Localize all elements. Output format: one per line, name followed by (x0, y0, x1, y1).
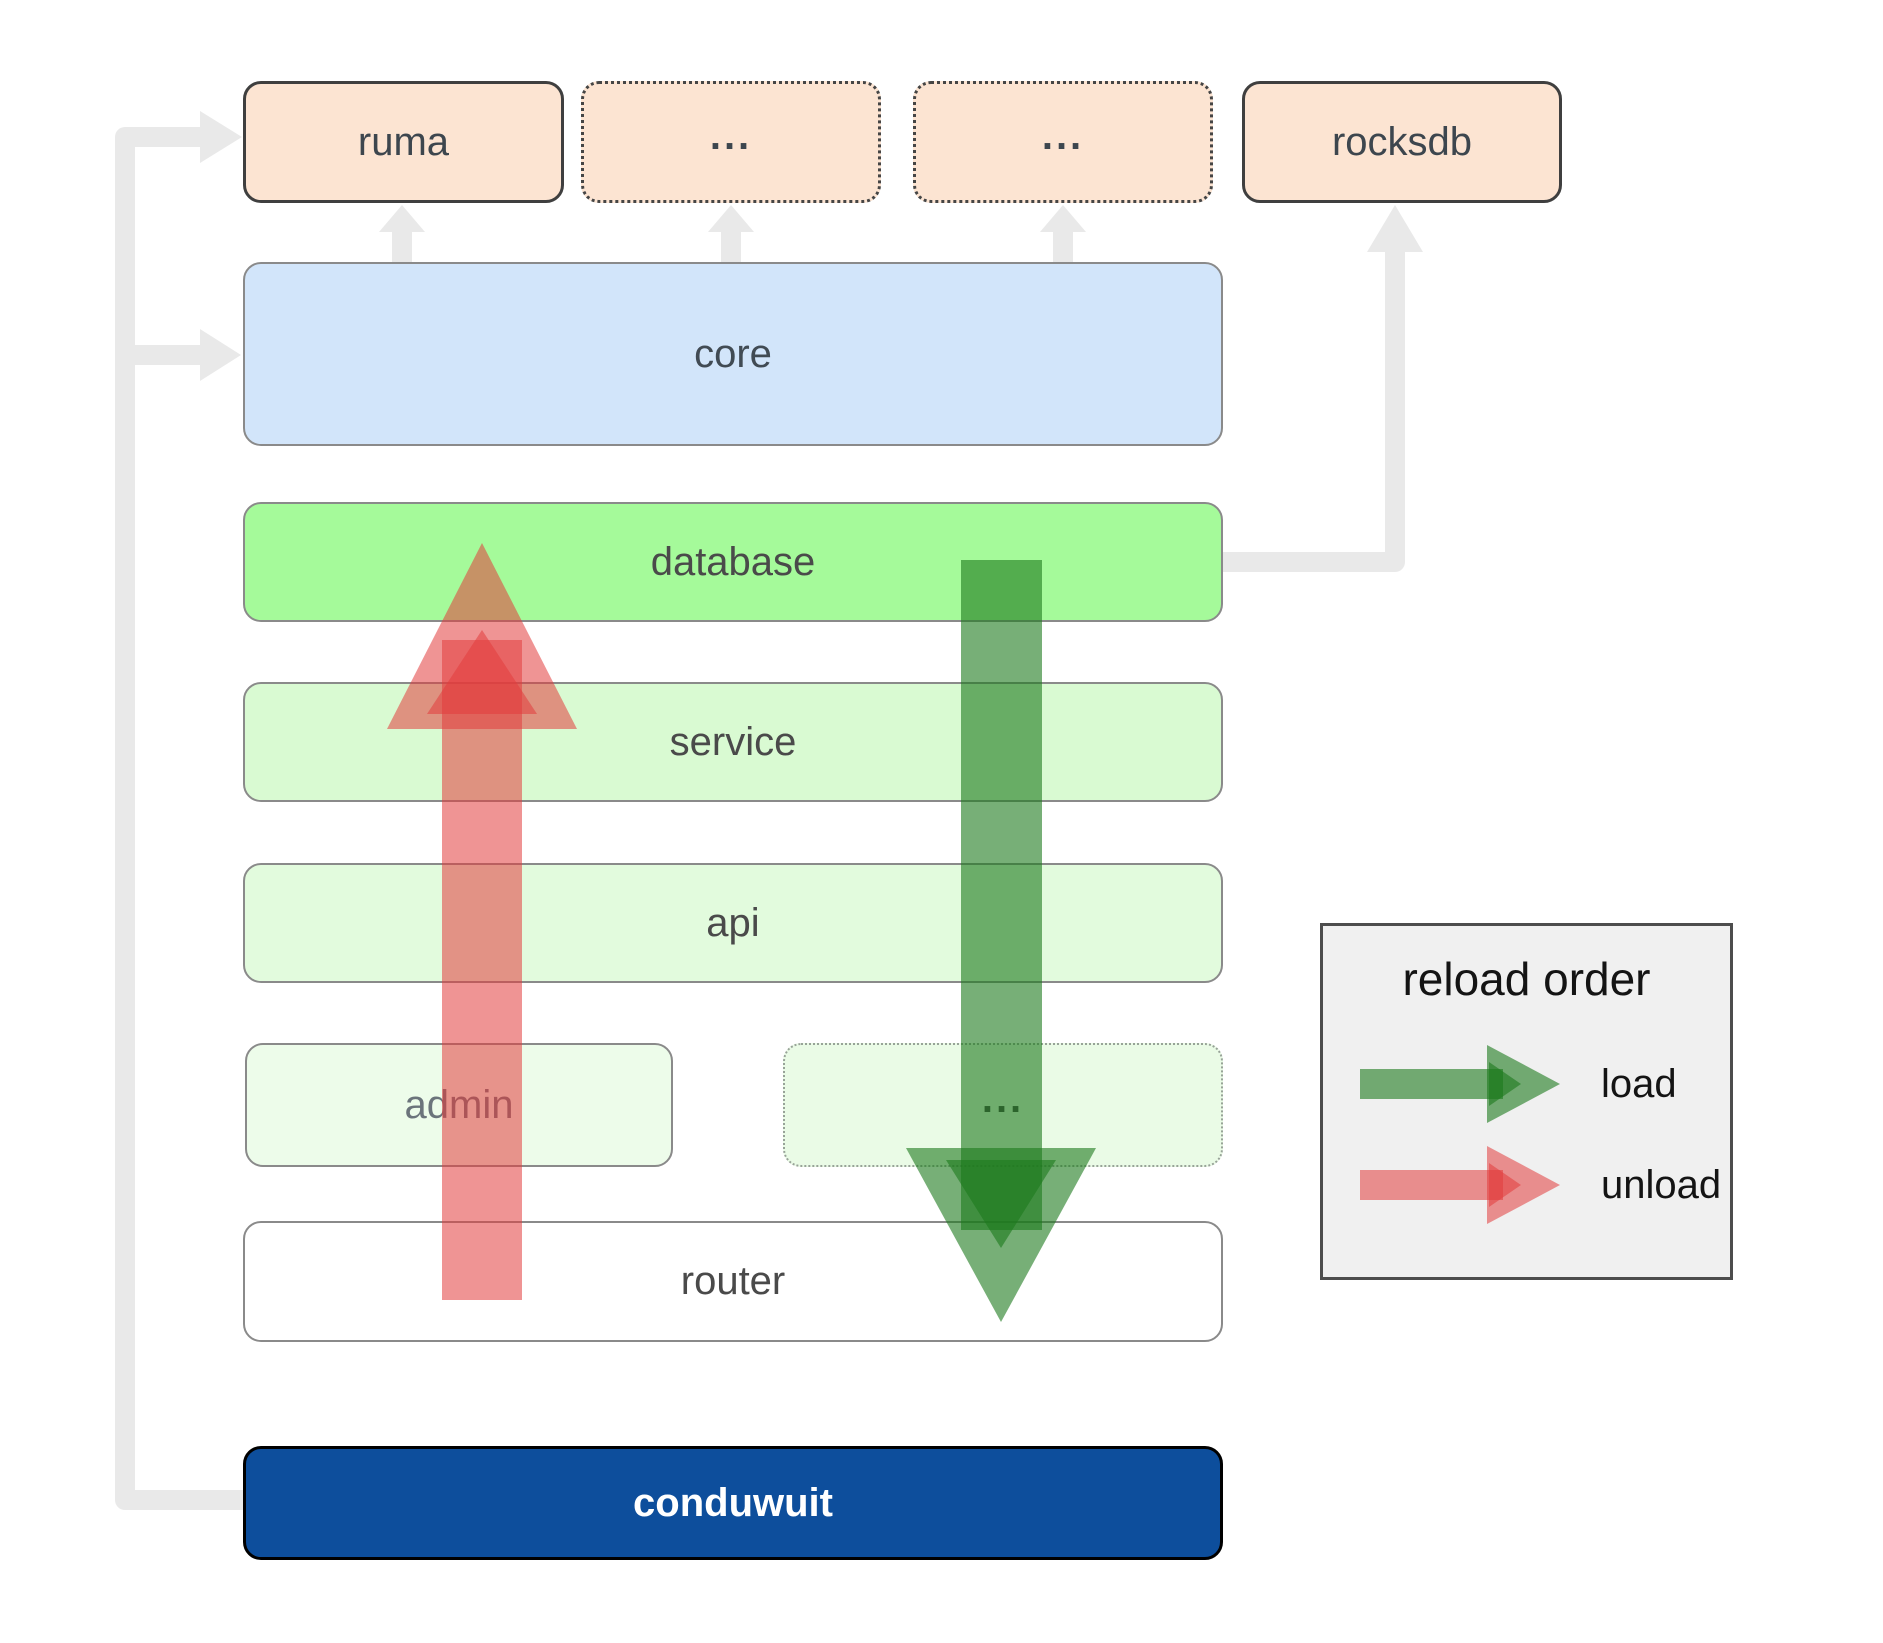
box-ruma: ruma (243, 81, 564, 203)
box-ellipsis-top-1-label: ... (709, 113, 753, 158)
connector-database-to-rocksdb (1223, 250, 1405, 572)
box-conduwuit-label: conduwuit (633, 1480, 833, 1525)
up-arrow-head (1040, 205, 1086, 232)
box-core-label: core (694, 331, 772, 376)
box-api: api (243, 863, 1223, 983)
box-service-label: service (669, 719, 797, 764)
box-rocksdb: rocksdb (1242, 81, 1562, 203)
box-router: router (243, 1221, 1223, 1342)
box-ruma-label: ruma (357, 119, 450, 164)
box-router-label: router (680, 1259, 786, 1303)
up-arrow-shaft (721, 230, 741, 264)
connector-conduwuit-to-ruma (115, 127, 245, 1510)
box-ellipsis-top-2-label: ... (1041, 113, 1085, 158)
box-conduwuit: conduwuit (243, 1446, 1223, 1560)
load-arrow-wide-head (906, 1148, 1096, 1322)
legend-unload-arrow-wide-head (1487, 1146, 1560, 1224)
box-database: database (243, 502, 1223, 622)
load-arrow (906, 560, 1096, 1322)
up-arrow-shaft (1053, 230, 1073, 264)
arrowhead-into-ruma (200, 111, 242, 163)
arrowhead-into-rocksdb (1367, 205, 1423, 252)
up-arrow-shaft (392, 230, 412, 264)
arrowhead-into-core (200, 329, 241, 381)
box-ellipsis-top-1: ... (581, 81, 881, 203)
legend: reload order load unload (1320, 923, 1733, 1280)
box-api-label: api (706, 900, 760, 945)
legend-load-label: load (1601, 1062, 1677, 1106)
legend-arrows (1360, 1045, 1560, 1224)
box-database-label: database (650, 539, 816, 584)
up-arrow-head (708, 205, 754, 232)
legend-title: reload order (1402, 953, 1651, 1005)
legend-load-arrow (1360, 1045, 1560, 1123)
legend-unload-label: unload (1601, 1163, 1722, 1207)
box-rocksdb-label: rocksdb (1331, 119, 1473, 164)
box-core: core (243, 262, 1223, 446)
legend-load-arrow-shaft (1360, 1069, 1503, 1099)
up-arrow-head (379, 205, 425, 232)
legend-unload-arrow (1360, 1146, 1560, 1224)
unload-arrow (387, 543, 577, 1300)
box-ellipsis-top-2: ... (913, 81, 1213, 203)
unload-arrow-shaft (442, 640, 522, 1300)
load-arrow-shaft (961, 560, 1042, 1230)
legend-load-arrow-wide-head (1487, 1045, 1560, 1123)
legend-unload-arrow-shaft (1360, 1170, 1503, 1200)
